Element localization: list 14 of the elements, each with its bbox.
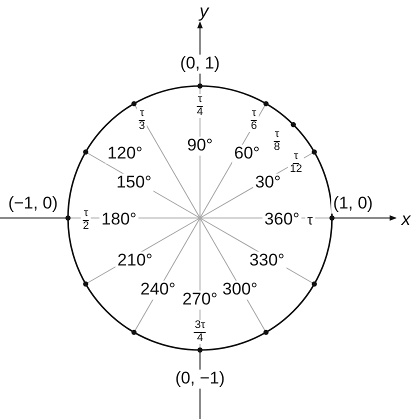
angle-label: 60° [232, 144, 262, 164]
radian-label: τ 6 [248, 108, 260, 132]
radian-label: τ 3 [136, 108, 148, 132]
coordinate-label: (−1, 0) [6, 194, 60, 214]
angle-label: 330° [247, 252, 287, 270]
radian-label: 3τ 4 [192, 320, 208, 344]
radian-label: τ 8 [272, 128, 282, 154]
coordinate-label: (0, −1) [173, 370, 227, 388]
angle-label: 90° [185, 136, 215, 156]
coordinate-label: (1, 0) [331, 194, 375, 214]
coordinate-label: (0, 1) [178, 54, 222, 74]
axis-label: y [198, 2, 210, 22]
radian-label: τ 4 [194, 94, 206, 118]
axis-label: x [400, 210, 412, 230]
